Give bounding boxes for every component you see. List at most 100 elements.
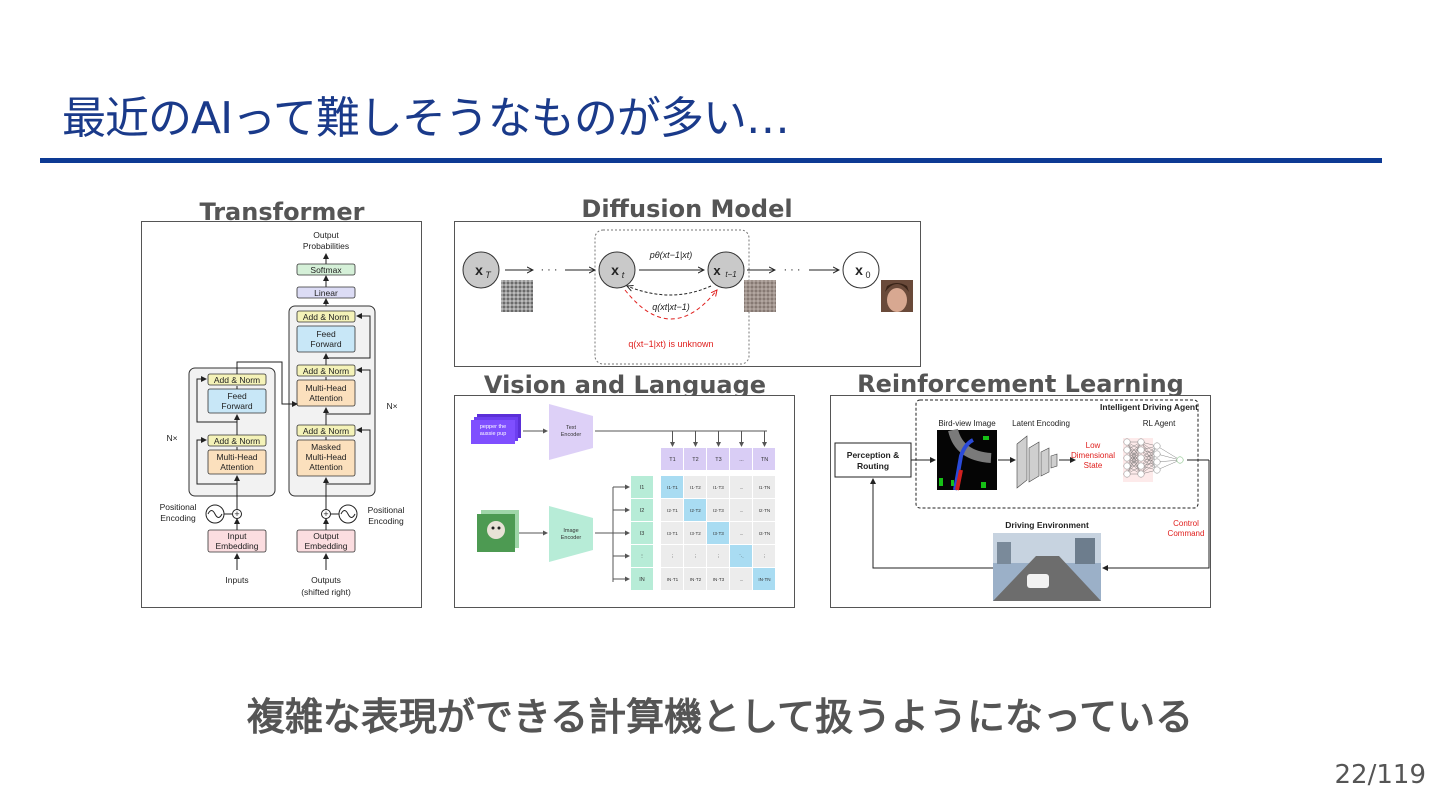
- similarity-label: ⋮: [762, 554, 767, 559]
- neuron-icon: [1137, 454, 1145, 462]
- neuron-icon: [1137, 446, 1145, 454]
- image-token-label: I3: [640, 531, 645, 537]
- image-token-cell: [631, 545, 653, 567]
- rl-caption: Reinforcement Learning: [857, 370, 1184, 398]
- prompt-text-2: aussie pup: [480, 431, 507, 437]
- similarity-cell: [684, 545, 706, 567]
- similarity-cell: [730, 499, 752, 521]
- similarity-cell: [753, 568, 775, 590]
- image-token-label: IN: [639, 577, 645, 583]
- inputs-label: Inputs: [225, 575, 248, 585]
- output-emb-label-2: Embedding: [304, 541, 347, 551]
- input-emb-label-2: Embedding: [215, 541, 258, 551]
- node-xt-label: x: [611, 262, 619, 278]
- softmax-label: Softmax: [310, 265, 342, 275]
- text-token-label: T2: [692, 457, 698, 463]
- page-number: 22/119: [1334, 760, 1426, 790]
- node-xt1: [707, 251, 745, 289]
- low-dim-label-2: Dimensional: [1071, 451, 1115, 460]
- neuron-icon: [1123, 462, 1131, 470]
- rl-agent-label: RL Agent: [1143, 419, 1176, 428]
- low-dim-label-3: State: [1084, 461, 1103, 470]
- node-xt: [598, 251, 636, 289]
- latent-encoder: [1016, 435, 1028, 489]
- output-emb-label: Output: [313, 531, 339, 541]
- image-token-label: I2: [640, 508, 645, 514]
- similarity-cell: [707, 545, 729, 567]
- similarity-cell: [707, 499, 729, 521]
- svg-text:+: +: [234, 509, 239, 519]
- node-x0-label: x: [855, 262, 863, 278]
- neuron-icon: [1137, 438, 1145, 446]
- agent-box: [915, 399, 1199, 509]
- image-encoder-label-2: Encoder: [561, 535, 582, 541]
- enc-pos-label-2: Encoding: [160, 513, 196, 523]
- node-xt1-label: x: [713, 263, 721, 278]
- dec-ffn-label: Feed: [316, 329, 336, 339]
- similarity-cell: [730, 522, 752, 544]
- dec-addnorm-1: Add & Norm: [303, 426, 349, 436]
- neuron-icon: [1123, 454, 1131, 462]
- node-xt1-sub: t−1: [725, 270, 736, 279]
- dec-masked-label-3: Attention: [309, 462, 343, 472]
- neuron-icon: [1153, 442, 1161, 450]
- diffusion-figure: x T x t x t−1 x 0 · · · · · · pθ(xt−1|xt…: [454, 221, 921, 367]
- similarity-cell: [730, 568, 752, 590]
- similarity-cell: [707, 568, 729, 590]
- similarity-label: I1·T2: [690, 485, 701, 490]
- image-token-cell: [631, 476, 653, 498]
- similarity-cell: [661, 476, 683, 498]
- neuron-icon: [1137, 462, 1145, 470]
- enc-ffn-label-2: Forward: [221, 401, 252, 411]
- outputs-label: Outputs: [311, 575, 341, 585]
- similarity-label: I1·T1: [667, 485, 678, 490]
- enc-mha-label: Multi-Head: [216, 452, 257, 462]
- similarity-label: ⋮: [716, 554, 721, 559]
- similarity-label: IN·T1: [667, 577, 679, 582]
- similarity-label: ⋮: [670, 554, 675, 559]
- neuron-icon: [1123, 446, 1131, 454]
- slide-title: 最近のAIって難しそうなものが多い…: [62, 93, 790, 144]
- similarity-cell: [753, 545, 775, 567]
- similarity-label: I2·T2: [690, 508, 701, 513]
- similarity-label: ...: [740, 508, 744, 513]
- similarity-label: I2·T1: [667, 508, 678, 513]
- similarity-label: ...: [740, 485, 744, 490]
- similarity-label: I2·TN: [759, 508, 770, 513]
- outputs-label-2: (shifted right): [301, 587, 351, 597]
- similarity-label: I3·T3: [713, 531, 724, 536]
- text-token-cell: [684, 448, 706, 470]
- similarity-label: ⋱: [739, 554, 744, 559]
- bottom-message: 複雑な表現ができる計算機として扱うようになっている: [246, 695, 1194, 739]
- dec-mha-label-2: Attention: [309, 393, 343, 403]
- similarity-cell: [753, 522, 775, 544]
- enc-nx: N×: [166, 433, 177, 443]
- p-theta-label: pθ(xt−1|xt): [649, 250, 692, 260]
- dec-masked-label: Masked: [311, 442, 341, 452]
- noise-image: [501, 280, 533, 312]
- prompt-text: pepper the: [480, 424, 506, 430]
- dec-masked-label-2: Multi-Head: [305, 452, 346, 462]
- input-emb-label: Input: [228, 531, 248, 541]
- neuron-icon: [1153, 466, 1161, 474]
- node-x0: [842, 251, 880, 289]
- image-token-cell: [631, 522, 653, 544]
- neuron-icon: [1153, 450, 1161, 458]
- perception-box: [834, 442, 912, 478]
- output-prob-label: Output: [313, 230, 339, 240]
- neuron-icon: [1137, 470, 1145, 478]
- perception-label-2: Routing: [857, 461, 889, 471]
- neuron-icon: [1123, 438, 1131, 446]
- enc-mha-label-2: Attention: [220, 462, 254, 472]
- neuron-icon: [1153, 458, 1161, 466]
- similarity-cell: [661, 545, 683, 567]
- linear-label: Linear: [314, 288, 338, 298]
- dec-addnorm-3: Add & Norm: [303, 312, 349, 322]
- q-forward-label: q(xt|xt−1): [652, 302, 690, 312]
- similarity-cell: [753, 476, 775, 498]
- text-token-cell: [707, 448, 729, 470]
- similarity-label: ...: [740, 531, 744, 536]
- dots-2: · · ·: [783, 264, 800, 276]
- dec-addnorm-2: Add & Norm: [303, 366, 349, 376]
- similarity-cell: [707, 476, 729, 498]
